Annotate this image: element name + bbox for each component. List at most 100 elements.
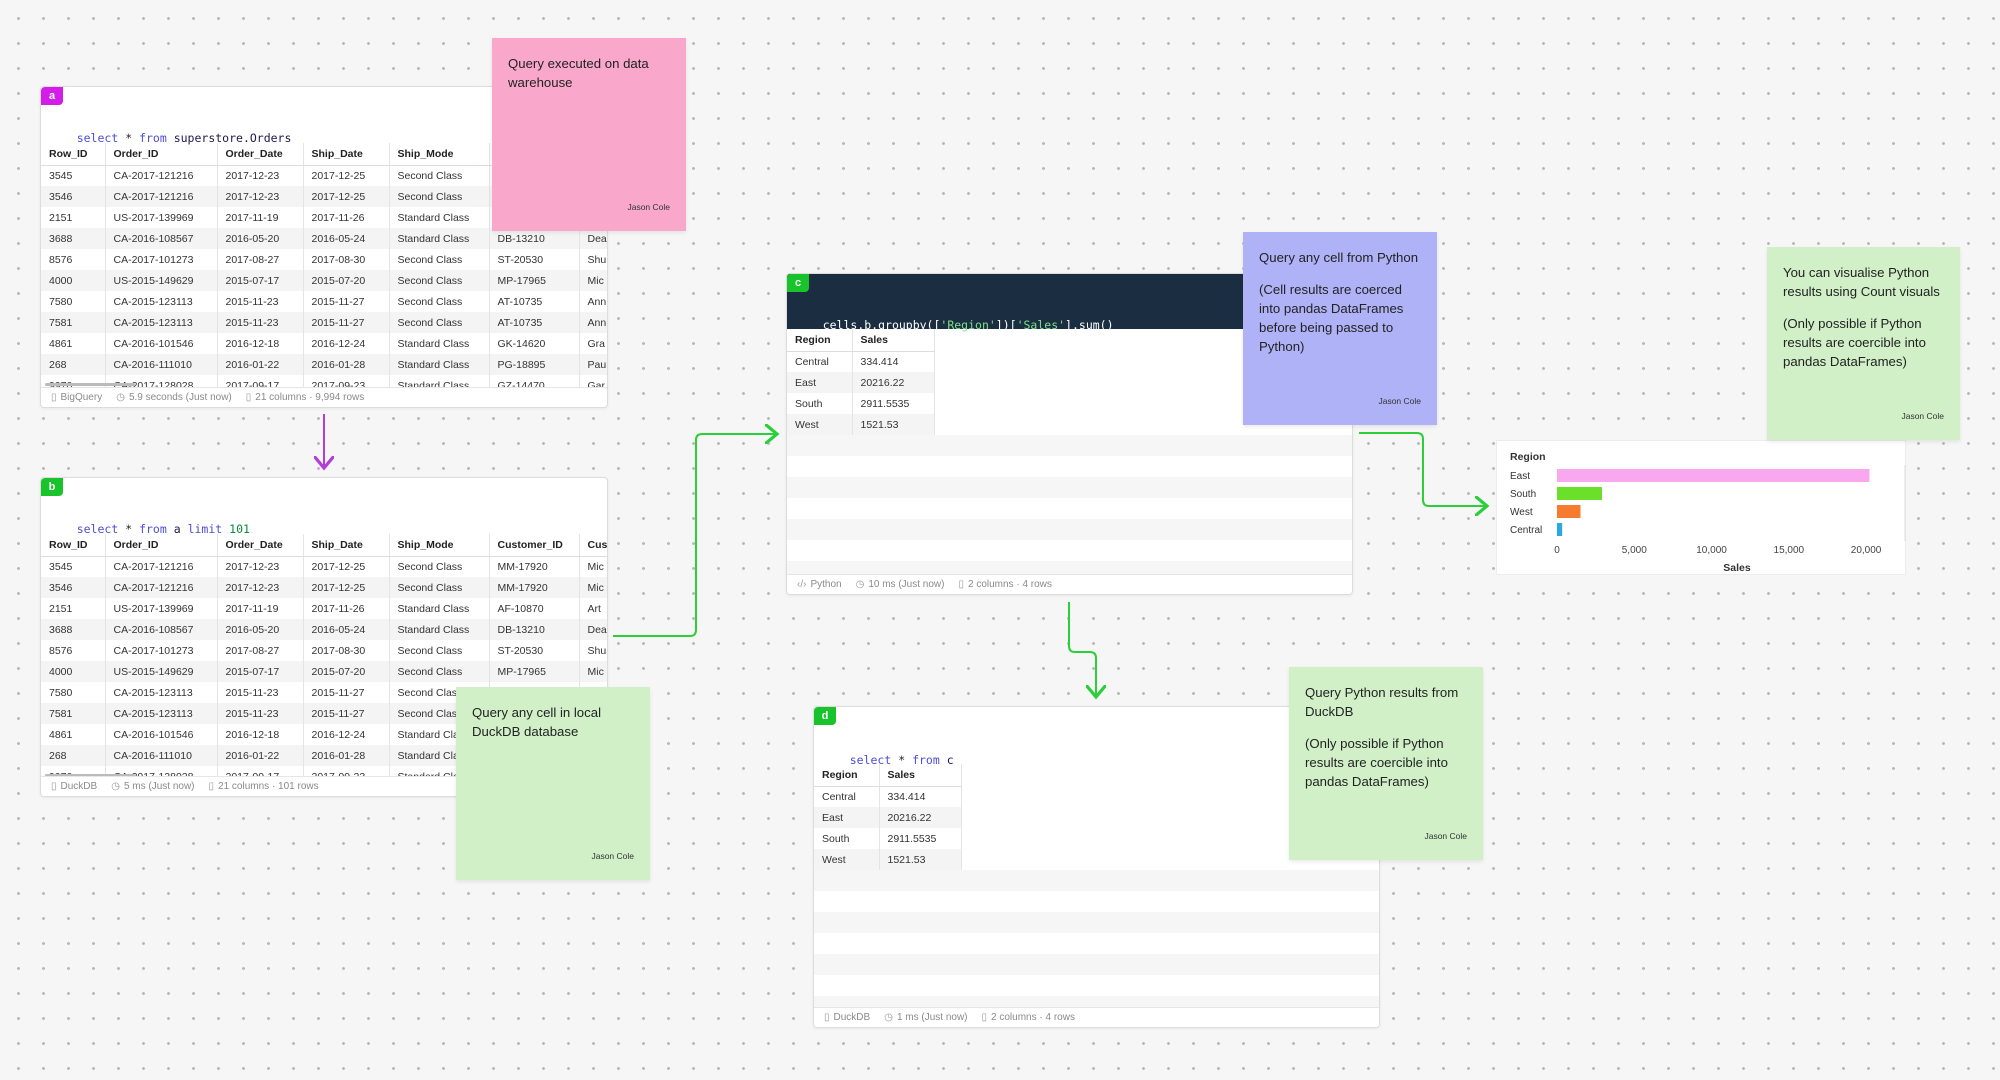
column-header[interactable]: Customer_ID [489, 534, 580, 557]
column-header[interactable]: Sales [852, 329, 935, 352]
cell-a-query[interactable]: select * from superstore.Orders [76, 131, 292, 145]
table-cell: 20216.22 [852, 372, 935, 393]
table-cell: 2016-01-28 [303, 354, 390, 375]
cell-b-scrollbar[interactable] [45, 774, 135, 777]
column-header[interactable]: Order_Date [217, 534, 304, 557]
table-cell: Dea [579, 619, 607, 640]
table-cell: GK-14620 [489, 333, 580, 354]
code-icon: ‹/› [797, 579, 807, 590]
table-cell: Art [579, 598, 607, 619]
table-cell: 7581 [41, 703, 106, 724]
column-header[interactable]: Row_ID [41, 143, 106, 166]
table-cell: Standard Class [389, 598, 490, 619]
table-cell: CA-2017-121216 [105, 577, 218, 598]
table-cell: Mic [579, 577, 607, 598]
sticky-note-python[interactable]: Query any cell from Python (Cell results… [1243, 232, 1437, 425]
table-cell: 2016-05-24 [303, 619, 390, 640]
table-cell: US-2017-139969 [105, 598, 218, 619]
column-header[interactable]: Order_Date [217, 143, 304, 166]
table-cell: 334.414 [852, 351, 935, 372]
sticky-note-visualise[interactable]: You can visualise Python results using C… [1767, 247, 1960, 440]
cell-c-footer: ‹/›Python ◷10 ms (Just now) ▯2 columns ·… [787, 574, 1352, 594]
note-text: Query any cell from Python [1259, 250, 1419, 265]
table-cell: Mic [579, 661, 607, 682]
table-cell: 268 [41, 354, 106, 375]
table-cell: 2017-08-27 [217, 249, 304, 270]
table-cell: CA-2016-101546 [105, 333, 218, 354]
table-cell: 2015-11-27 [303, 703, 390, 724]
table-cell: CA-2017-101273 [105, 249, 218, 270]
table-cell: 2017-12-25 [303, 186, 390, 207]
sticky-note-python-duckdb[interactable]: Query Python results from DuckDB (Only p… [1289, 667, 1483, 860]
note-author: Jason Cole [1378, 396, 1421, 406]
x-tick-label: 0 [1554, 545, 1560, 556]
note-text: (Only possible if Python results are coe… [1783, 316, 1926, 369]
table-cell: Second Class [389, 249, 490, 270]
table-cell: PG-18895 [489, 354, 580, 375]
table-cell: 2017-09-17 [217, 766, 304, 778]
table-cell: West [814, 849, 880, 870]
table-cell: 2017-08-30 [303, 249, 390, 270]
cell-a[interactable]: a select * from superstore.Orders Row_ID… [40, 86, 608, 408]
arrow-b-to-c [613, 434, 777, 637]
table-cell: East [814, 807, 880, 828]
bar-south [1557, 487, 1602, 500]
column-header[interactable]: Row_ID [41, 534, 106, 557]
table-cell: CA-2017-101273 [105, 640, 218, 661]
column-header[interactable]: Ship_Mode [389, 534, 490, 557]
table-cell: South [787, 393, 853, 414]
arrow-c-to-d [1068, 602, 1096, 697]
table-cell: 2017-11-26 [303, 598, 390, 619]
table-cell: 334.414 [879, 786, 962, 807]
cell-a-scrollbar[interactable] [45, 383, 135, 386]
table-cell: 2016-12-24 [303, 724, 390, 745]
table-cell: Standard Class [389, 354, 490, 375]
table-cell: CA-2017-121216 [105, 556, 218, 577]
x-tick-label: 20,000 [1851, 545, 1882, 556]
column-header[interactable]: Ship_Date [303, 143, 390, 166]
column-header[interactable]: Order_ID [105, 534, 218, 557]
cell-d-query[interactable]: select * from c [849, 753, 954, 767]
clock-icon: ◷ [111, 781, 120, 792]
table-cell: 7580 [41, 682, 106, 703]
column-header[interactable]: Order_ID [105, 143, 218, 166]
column-header[interactable]: Region [787, 329, 853, 352]
table-cell: Second Class [389, 577, 490, 598]
column-header[interactable]: Region [814, 764, 880, 787]
table-cell: Mic [579, 556, 607, 577]
table-cell: AT-10735 [489, 312, 580, 333]
sticky-note-warehouse[interactable]: Query executed on data warehouse Jason C… [492, 38, 686, 231]
table-cell: 2016-05-24 [303, 228, 390, 249]
table-cell: Gar [579, 375, 607, 387]
column-header[interactable]: Sales [879, 764, 962, 787]
sticky-note-duckdb[interactable]: Query any cell in local DuckDB database … [456, 687, 650, 880]
table-cell: 7581 [41, 312, 106, 333]
cell-c-tag: c [787, 274, 809, 292]
table-cell: Dea [579, 228, 607, 249]
column-header[interactable]: Ship_Mode [389, 143, 490, 166]
column-header[interactable]: Ship_Date [303, 534, 390, 557]
note-text: (Cell results are coerced into pandas Da… [1259, 282, 1404, 354]
clock-icon: ◷ [116, 392, 125, 403]
shape-icon: ▯ [958, 579, 964, 590]
column-header[interactable]: Cus [579, 534, 607, 557]
table-cell: 2015-11-23 [217, 703, 304, 724]
table-cell: Central [814, 786, 880, 807]
table-cell: 2015-11-27 [303, 291, 390, 312]
cell-b-query[interactable]: select * from a limit 101 [76, 522, 250, 536]
clock-icon: ◷ [855, 579, 865, 590]
table-cell: 1521.53 [852, 414, 935, 435]
table-cell: 2017-09-23 [303, 375, 390, 387]
table-cell: CA-2017-121216 [105, 165, 218, 186]
note-text: Query executed on data warehouse [508, 56, 649, 90]
